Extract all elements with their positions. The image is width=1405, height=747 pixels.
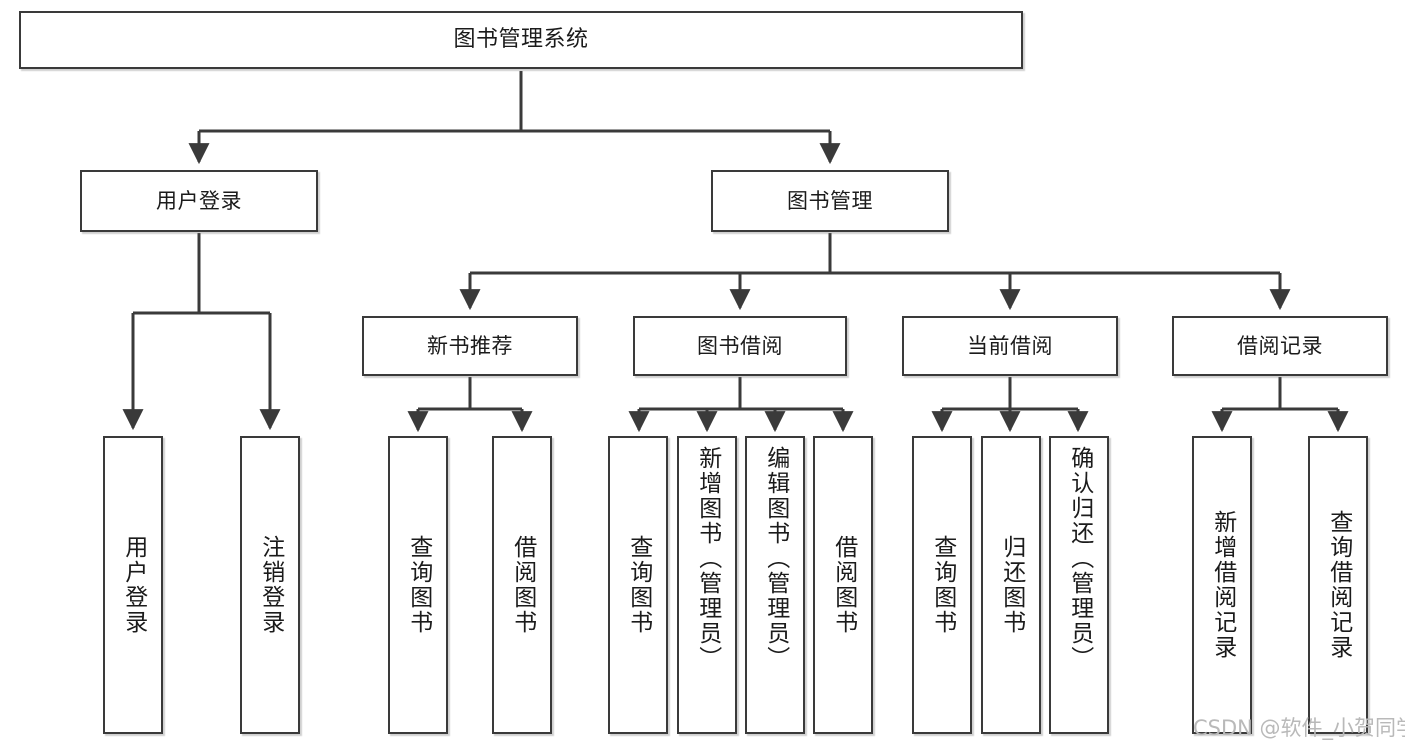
node-label: 图书管理 (787, 188, 873, 213)
node-leaf-query-book-current[interactable]: 查询图书 (912, 436, 972, 734)
node-leaf-logout[interactable]: 注销登录 (240, 436, 300, 734)
node-label: 编辑图书（管理员） (762, 446, 789, 671)
node-leaf-edit-book-admin[interactable]: 编辑图书（管理员） (745, 436, 805, 734)
node-leaf-user-login[interactable]: 用户登录 (103, 436, 163, 734)
node-new-book-recommend[interactable]: 新书推荐 (362, 316, 578, 376)
node-leaf-add-borrow-record[interactable]: 新增借阅记录 (1192, 436, 1252, 734)
node-label: 新书推荐 (427, 333, 513, 358)
node-leaf-query-book-recommend[interactable]: 查询图书 (388, 436, 448, 734)
node-label: 用户登录 (120, 535, 147, 635)
node-leaf-add-book-admin[interactable]: 新增图书（管理员） (677, 436, 737, 734)
node-label: 查询借阅记录 (1325, 510, 1352, 660)
node-leaf-query-borrow-record[interactable]: 查询借阅记录 (1308, 436, 1368, 734)
node-current-borrow[interactable]: 当前借阅 (902, 316, 1118, 376)
node-label: 新增借阅记录 (1209, 510, 1236, 660)
node-label: 用户登录 (156, 188, 242, 213)
node-label: 借阅图书 (830, 535, 857, 635)
node-leaf-borrow-book-recommend[interactable]: 借阅图书 (492, 436, 552, 734)
node-label: 查询图书 (625, 535, 652, 635)
node-label: 查询图书 (929, 535, 956, 635)
node-label: 归还图书 (998, 535, 1025, 635)
node-user-login[interactable]: 用户登录 (80, 170, 318, 232)
node-label: 当前借阅 (967, 333, 1053, 358)
node-leaf-borrow-book[interactable]: 借阅图书 (813, 436, 873, 734)
node-label: 新增图书（管理员） (694, 446, 721, 671)
node-label: 注销登录 (257, 535, 284, 635)
node-label: 查询图书 (405, 535, 432, 635)
node-book-management[interactable]: 图书管理 (711, 170, 949, 232)
node-leaf-query-book-borrow[interactable]: 查询图书 (608, 436, 668, 734)
node-label: 图书管理系统 (453, 27, 589, 53)
node-leaf-return-book[interactable]: 归还图书 (981, 436, 1041, 734)
node-book-borrow[interactable]: 图书借阅 (633, 316, 847, 376)
node-borrow-record[interactable]: 借阅记录 (1172, 316, 1388, 376)
node-label: 借阅记录 (1237, 333, 1323, 358)
node-label: 图书借阅 (697, 333, 783, 358)
node-label: 借阅图书 (509, 535, 536, 635)
node-leaf-confirm-return-admin[interactable]: 确认归还（管理员） (1049, 436, 1109, 734)
node-label: 确认归还（管理员） (1066, 446, 1093, 671)
node-root-library-system[interactable]: 图书管理系统 (19, 11, 1023, 69)
watermark-csdn: CSDN @软件_小贺同学 (1193, 716, 1405, 740)
